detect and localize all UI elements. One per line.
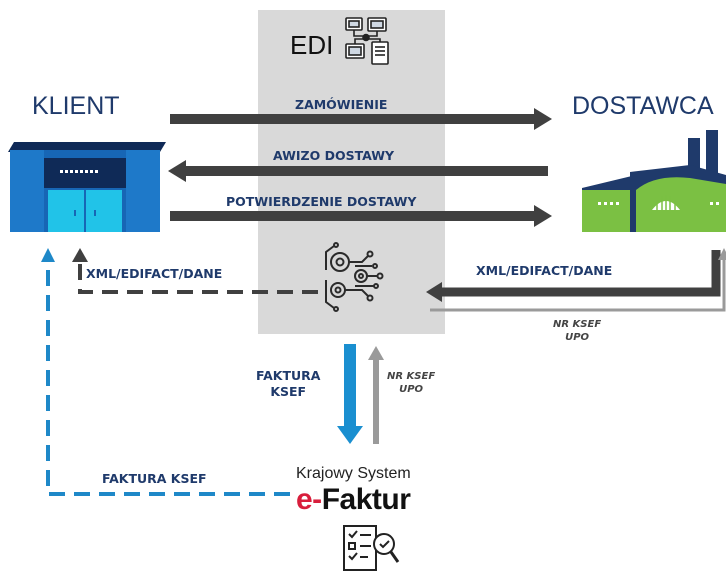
label-potwierdzenie: POTWIERDZENIE DOSTAWY <box>226 194 417 209</box>
computer-network-icon <box>345 17 389 65</box>
line-nr-ksef-to-dostawca <box>430 248 726 312</box>
label-faktura-ksef-bottom: FAKTURA KSEF <box>102 471 207 486</box>
edi-title: EDI <box>290 30 334 60</box>
label-nr-ksef-right: NR KSEF UPO <box>553 318 601 344</box>
factory-icon <box>582 130 726 232</box>
document-checklist-icon <box>343 525 400 571</box>
label-nr-ksef-right-line2: UPO <box>565 332 590 343</box>
arrow-awizo <box>168 160 548 182</box>
label-faktura-down-line2: KSEF <box>270 384 307 399</box>
ksef-system-name: Krajowy System <box>296 465 411 482</box>
arrow-xml-to-klient <box>72 248 318 294</box>
label-nr-ksef-right-line1: NR KSEF <box>553 319 602 330</box>
arrow-potwierdzenie <box>170 205 552 227</box>
arrow-xml-from-dostawca <box>426 250 721 302</box>
label-zamowienie: ZAMÓWIENIE <box>295 97 388 112</box>
arrow-zamowienie <box>170 108 552 130</box>
ksef-logo-main: Faktur <box>321 483 411 516</box>
label-faktura-down-line1: FAKTURA <box>256 368 321 383</box>
ksef-logo-prefix: e- <box>296 483 322 516</box>
label-xml-right: XML/EDIFACT/DANE <box>476 263 613 278</box>
label-xml-left: XML/EDIFACT/DANE <box>86 266 223 281</box>
warehouse-building-icon <box>8 142 166 232</box>
arrow-nr-ksef-up <box>368 346 384 444</box>
arrow-faktura-ksef-to-klient <box>41 248 290 496</box>
klient-title: KLIENT <box>32 92 120 120</box>
label-nr-ksef-up-line2: UPO <box>399 384 424 395</box>
circuit-gears-icon <box>325 242 384 312</box>
label-faktura-ksef-down: FAKTURA KSEF <box>256 368 320 400</box>
label-nr-ksef-up: NR KSEF UPO <box>387 370 435 396</box>
label-nr-ksef-up-line1: NR KSEF <box>387 371 436 382</box>
arrow-faktura-ksef-down <box>337 344 363 444</box>
ksef-logo: e-Faktur <box>296 483 411 517</box>
dostawca-title: DOSTAWCA <box>572 92 714 120</box>
label-awizo: AWIZO DOSTAWY <box>273 148 395 163</box>
